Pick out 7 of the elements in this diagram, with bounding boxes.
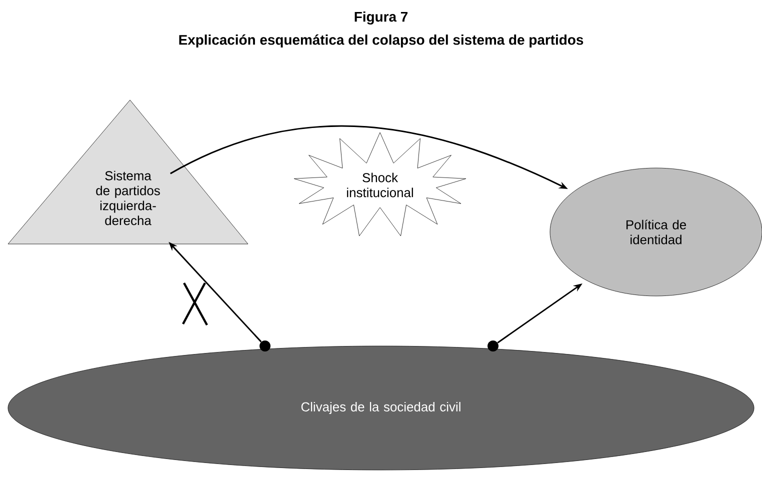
- figure-title: Figura 7: [354, 11, 408, 25]
- figure-caption: Explicación esquemática del colapso del sistema de partidos: [179, 34, 584, 48]
- junction-dot: [488, 340, 498, 352]
- ellipse-node: Política de identidad: [550, 168, 762, 296]
- junction-dot: [260, 340, 270, 352]
- triangle-node: Sistema de partidos izquierda-derecha: [8, 100, 248, 244]
- ellipse-node: Clivajes de la sociedad civil: [8, 346, 754, 470]
